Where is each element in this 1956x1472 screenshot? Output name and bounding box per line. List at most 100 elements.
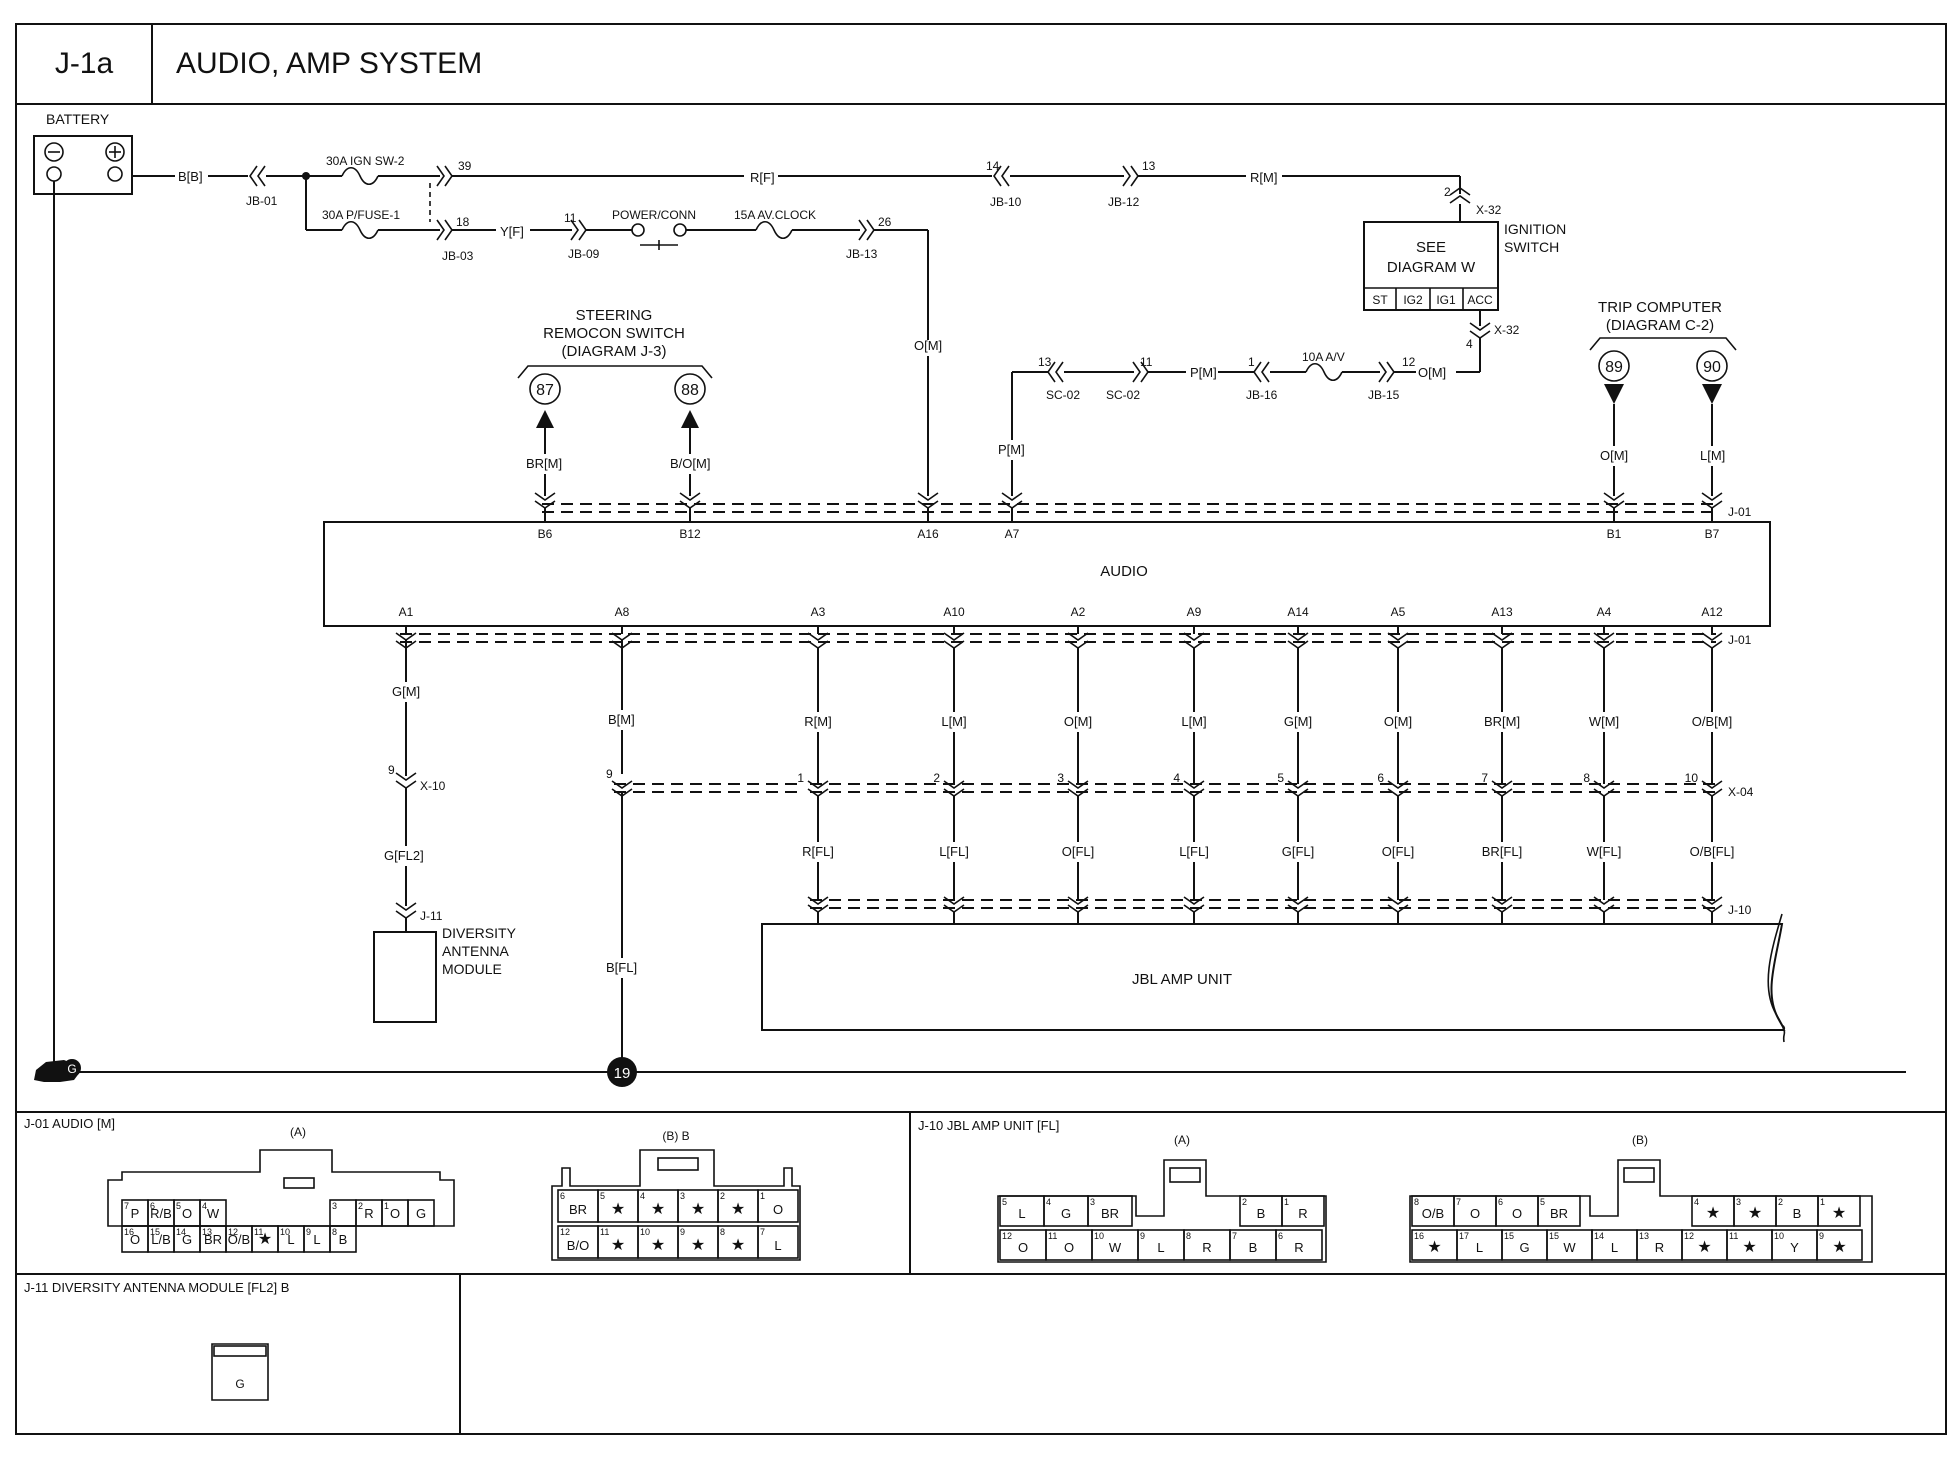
x10-label: X-10 <box>420 779 446 793</box>
wire-a8: B[M] <box>608 712 635 727</box>
j01a-r2-pin-1: L/B <box>151 1232 171 1247</box>
j10a-r2-pin-0: O <box>1018 1240 1028 1255</box>
j10a-r2-num-4: 8 <box>1186 1231 1191 1241</box>
j10b-r1l-num-3: 5 <box>1540 1197 1545 1207</box>
wire-a1-fl2: G[FL2] <box>384 848 424 863</box>
wire-m-8: O/B[M] <box>1692 714 1732 729</box>
x32-top: X-32 <box>1476 203 1502 217</box>
j01a-r2-pin-4: O/B <box>228 1232 250 1247</box>
j01a-r2-num-8: 8 <box>332 1227 337 1237</box>
ignition-switch: SEE DIAGRAM W ST IG2 IG1 ACC <box>1363 221 1499 311</box>
jb10-label: JB-10 <box>990 195 1022 209</box>
j01b-r1-pin-1: ★ <box>611 1201 625 1218</box>
audio-pin-a10: A10 <box>943 605 965 619</box>
wire-rm: R[M] <box>1250 170 1277 185</box>
j01b-r2-num-0: 12 <box>560 1227 570 1237</box>
trip-l1: TRIP COMPUTER <box>1598 299 1722 316</box>
j10b-r2-num-9: 9 <box>1819 1231 1824 1241</box>
pin-2-x32: 2 <box>1444 185 1451 199</box>
j10b-r1r-pin-2: B <box>1793 1206 1802 1221</box>
j10b-r2-pin-9: ★ <box>1832 1239 1846 1256</box>
pin-39: 39 <box>458 159 472 173</box>
wire-fl-3: L[FL] <box>1179 844 1209 859</box>
pin-13-sc: 13 <box>1038 355 1052 369</box>
j01b-r2-num-3: 9 <box>680 1227 685 1237</box>
j01b-r1-num-1: 5 <box>600 1191 605 1201</box>
wire-a7: P[M] <box>998 442 1025 457</box>
ign-st: ST <box>1372 293 1388 307</box>
wire-fl-5: O[FL] <box>1382 844 1415 859</box>
jb01-label: JB-01 <box>246 194 278 208</box>
wire-fl-2: O[FL] <box>1062 844 1095 859</box>
ref-87: 87 <box>536 382 554 399</box>
ign-label1: IGNITION <box>1504 221 1566 237</box>
j10b-r1l-num-0: 8 <box>1414 1197 1419 1207</box>
battery: BATTERY <box>33 111 133 1064</box>
j10b-r1r-pin-1: ★ <box>1748 1205 1762 1222</box>
j10-title: J-10 JBL AMP UNIT [FL] <box>918 1118 1059 1133</box>
j10a-r2-num-3: 9 <box>1140 1231 1145 1241</box>
j01b-r2-num-4: 8 <box>720 1227 725 1237</box>
connector-87 <box>529 373 561 405</box>
wire-m-2: O[M] <box>1064 714 1092 729</box>
j01a-r2-pin-0: O <box>130 1232 140 1247</box>
j10a-r1l-pin-2: BR <box>1101 1206 1119 1221</box>
pin-14: 14 <box>986 159 1000 173</box>
audio-pin-a2: A2 <box>1071 605 1086 619</box>
wire-fl-4: G[FL] <box>1282 844 1315 859</box>
j01a-r2-num-1: 15 <box>150 1227 160 1237</box>
pin-1-jb16: 1 <box>1248 355 1255 369</box>
j01b-r1-num-0: 6 <box>560 1191 565 1201</box>
sc02a: SC-02 <box>1046 388 1080 402</box>
j10a-r2-pin-4: R <box>1202 1240 1211 1255</box>
j01a-r2-pin-3: BR <box>204 1232 222 1247</box>
wire-b12: B/O[M] <box>670 456 710 471</box>
x04-pin-1: 2 <box>933 771 940 785</box>
j10a-r2-num-5: 7 <box>1232 1231 1237 1241</box>
j01b-r1-pin-4: ★ <box>731 1201 745 1218</box>
connector-90 <box>1696 350 1728 382</box>
pin-b7: B7 <box>1705 527 1720 541</box>
j10b-r1r-pin-3: ★ <box>1832 1205 1846 1222</box>
audio-pin-a14: A14 <box>1287 605 1309 619</box>
audio-pin-a4: A4 <box>1597 605 1612 619</box>
j10b-r1l-pin-0: O/B <box>1422 1206 1444 1221</box>
wire-yf: Y[F] <box>500 224 524 239</box>
j10b-r1l-num-2: 6 <box>1498 1197 1503 1207</box>
jb15-label: JB-15 <box>1368 388 1400 402</box>
pin-13-top: 13 <box>1142 159 1156 173</box>
wire-b1: O[M] <box>1600 448 1628 463</box>
audio-pin-a13: A13 <box>1491 605 1513 619</box>
clock-fuse-label: 15A AV.CLOCK <box>734 208 816 222</box>
j01a-r1a-num-2: 5 <box>176 1201 181 1211</box>
j01a-r1a-num-1: 6 <box>150 1201 155 1211</box>
j01a-label: (A) <box>290 1125 306 1139</box>
j01a-r2-num-6: 10 <box>280 1227 290 1237</box>
wire-rf: R[F] <box>750 170 775 185</box>
pin-a7: A7 <box>1005 527 1020 541</box>
j10b-r2-num-2: 15 <box>1504 1231 1514 1241</box>
wire-a1: G[M] <box>392 684 420 699</box>
j10b-r2-pin-5: R <box>1655 1240 1664 1255</box>
j11-pin-g: G <box>235 1377 244 1391</box>
steering-l3: (DIAGRAM J-3) <box>562 343 667 360</box>
pin-26: 26 <box>878 215 892 229</box>
lower-wires: J-01R[M]1R[FL]A8L[M]2L[FL]A9O[M]3O[FL]A1… <box>395 626 1754 941</box>
ign-ig2: IG2 <box>1403 293 1423 307</box>
connector-89 <box>1598 350 1630 382</box>
ign-ig1: IG1 <box>1436 293 1456 307</box>
wire-fl-0: R[FL] <box>802 844 834 859</box>
j01a-r1a-pin-3: W <box>207 1206 220 1221</box>
j10a-r1l-num-2: 3 <box>1090 1197 1095 1207</box>
j01b-r2-pin-0: B/O <box>567 1238 589 1253</box>
j10a-r2-num-6: 6 <box>1278 1231 1283 1241</box>
j10b-r2-pin-2: G <box>1519 1240 1529 1255</box>
j01a-r1a-pin-1: R/B <box>150 1206 172 1221</box>
j10a-r2-pin-6: R <box>1294 1240 1303 1255</box>
audio-pin-a3: A3 <box>811 605 826 619</box>
j10b-r2-num-7: 11 <box>1729 1231 1738 1241</box>
j10-panel: J-10 JBL AMP UNIT [FL] (A) (B) 5L4G3BR2B… <box>918 1118 1873 1263</box>
j10b-r2-pin-0: ★ <box>1427 1239 1441 1256</box>
j01b-r2-num-1: 11 <box>600 1227 609 1237</box>
wire-fl-1: L[FL] <box>939 844 969 859</box>
